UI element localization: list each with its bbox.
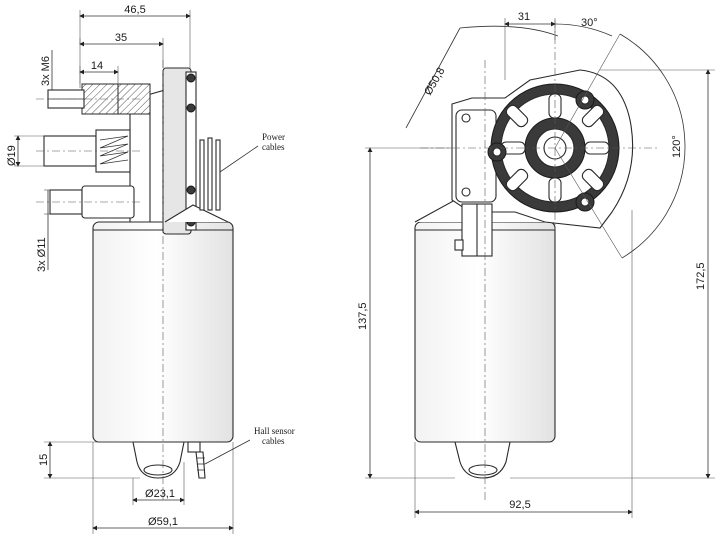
front-view: Ø50,8 31 30° 120° 137,5 172,5 92,5 xyxy=(357,11,715,518)
dim-side-bottom-height: 15 xyxy=(38,454,50,466)
side-view: 46,5 35 14 3x M6 Ø19 3x Ø11 15 Ø23, xyxy=(6,4,295,534)
note-power-cables-line1: Power xyxy=(262,132,285,142)
dim-side-shaft-dia: Ø19 xyxy=(6,145,18,166)
dim-side-flange-depth: 35 xyxy=(115,32,127,44)
dim-side-total-depth: 46,5 xyxy=(124,4,145,16)
dim-front-height-total: 172,5 xyxy=(695,262,707,290)
dim-front-bolt-circle: Ø50,8 xyxy=(422,66,447,98)
dim-side-motor-dia: Ø59,1 xyxy=(148,516,178,528)
note-hall-cables-line1: Hall sensor xyxy=(254,426,295,436)
dim-front-width: 92,5 xyxy=(509,499,530,511)
hall-sensor-connector xyxy=(187,441,201,453)
dim-front-angle-large: 120° xyxy=(671,135,683,158)
dim-side-boss-dia: 3x Ø11 xyxy=(36,237,48,272)
front-gear-spokes xyxy=(500,93,610,203)
side-gear-teeth xyxy=(99,135,129,165)
note-hall-cables-line2: cables xyxy=(262,436,285,446)
dim-front-angle-small: 30° xyxy=(581,17,598,29)
note-power-cables-line2: cables xyxy=(262,142,285,152)
dim-front-height-motor: 137,5 xyxy=(357,302,369,330)
power-cables xyxy=(199,137,221,211)
dim-side-thread-depth: 14 xyxy=(91,60,103,72)
dim-side-bottom-boss-dia: Ø23,1 xyxy=(145,488,175,500)
dim-side-thread-spec: 3x M6 xyxy=(40,56,52,86)
dim-front-offset: 31 xyxy=(518,11,530,23)
